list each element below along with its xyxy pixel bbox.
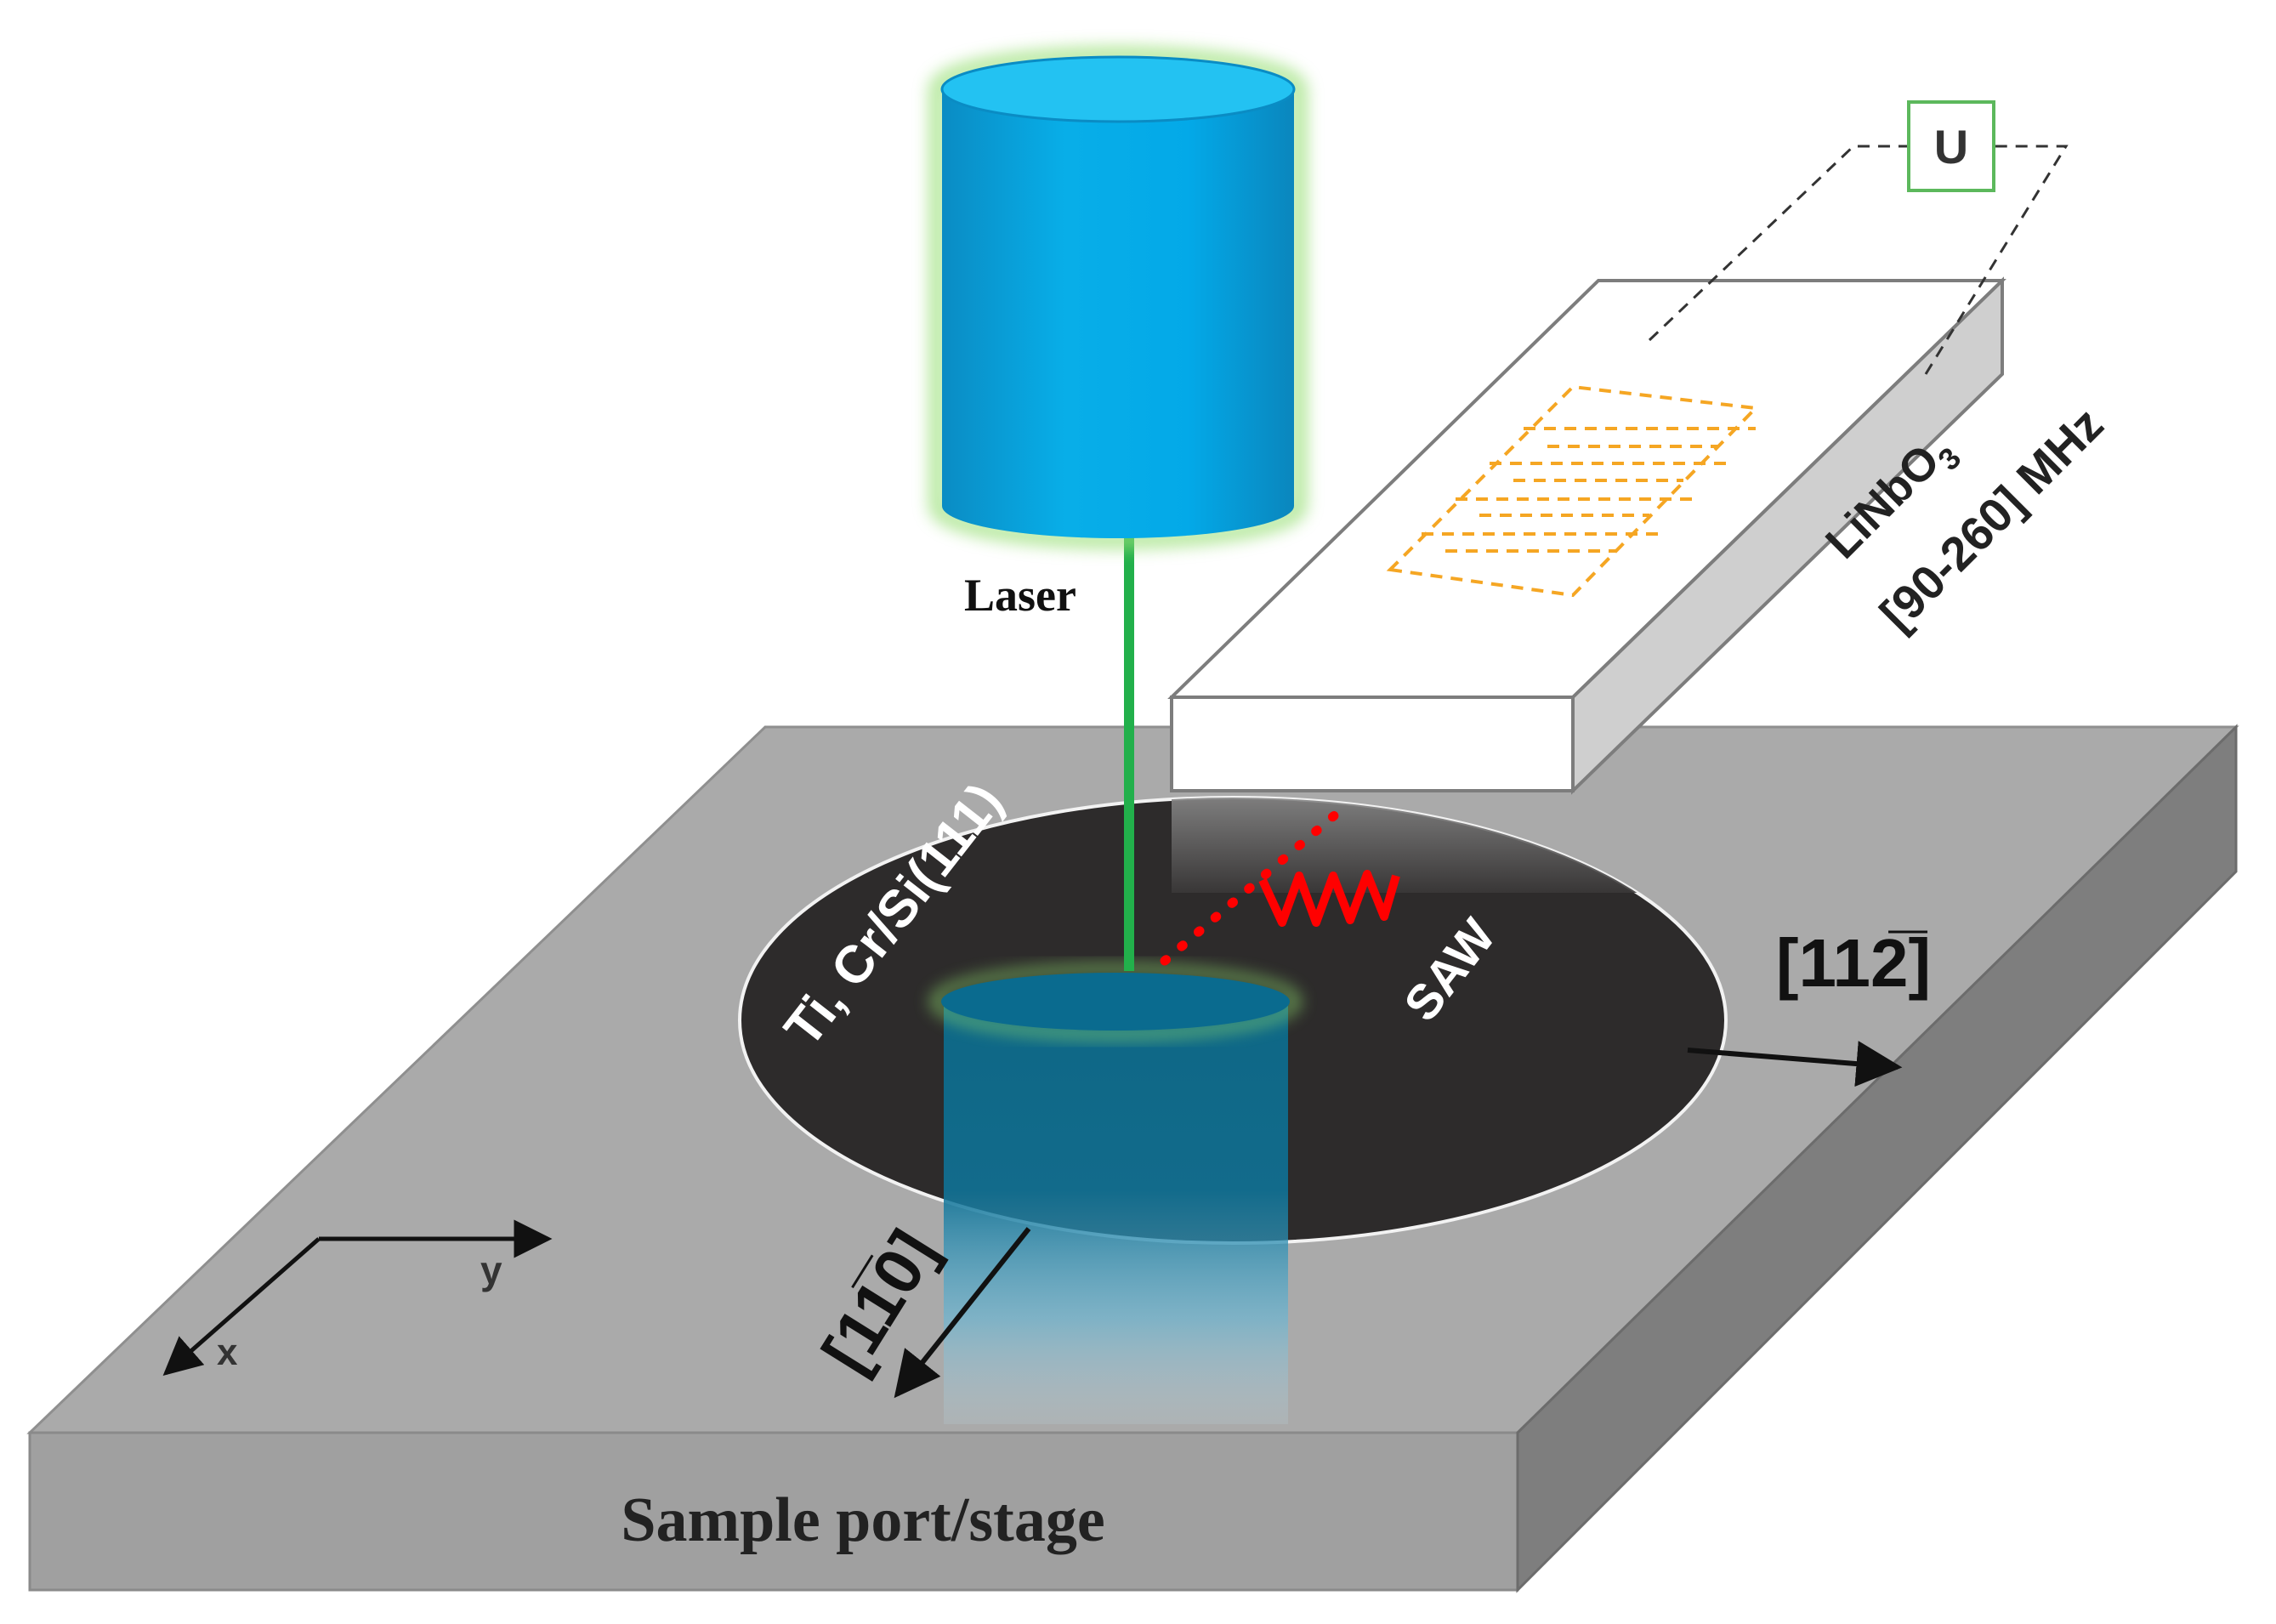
interdigital-transducer	[1386, 384, 1760, 598]
laser-body	[942, 89, 1294, 538]
axis-x-label: x	[217, 1332, 238, 1373]
crystal-side-face	[1571, 276, 2004, 795]
voltage-box	[1907, 100, 1995, 192]
saw-wave-line	[1258, 870, 1400, 927]
laser: Laser	[928, 46, 1308, 971]
laser-label: Laser	[964, 570, 1076, 621]
direction-112-arrow	[1687, 1041, 1903, 1087]
laser-projection	[929, 963, 1302, 1424]
laser-projection-body	[944, 999, 1288, 1424]
voltage-label: U	[1934, 120, 1968, 173]
direction-110-arrow	[894, 1227, 1031, 1399]
axis-x-arrow	[162, 1237, 321, 1376]
saw-wave	[1160, 803, 1400, 966]
stage-label: Sample port/stage	[621, 1485, 1104, 1555]
crystal-front-face	[1170, 696, 1575, 792]
laser-spot-glow	[929, 963, 1302, 1040]
laser-spot	[941, 973, 1290, 1031]
laser-top-cap	[940, 55, 1296, 123]
voltage-wiring	[1648, 145, 2069, 375]
direction-112-label: [112̅]	[1776, 925, 1931, 1001]
linbo3-crystal: U LiNbO3 [90-260] MHz	[1167, 100, 2114, 795]
axis-y-label: y	[480, 1248, 502, 1292]
direction-112: [112̅]	[1687, 925, 1931, 1087]
laser-glow	[928, 46, 1308, 549]
saw-propagation-dots	[1160, 803, 1348, 966]
stage-side-face	[1516, 724, 2238, 1593]
axes-indicator: y x	[162, 1219, 553, 1376]
